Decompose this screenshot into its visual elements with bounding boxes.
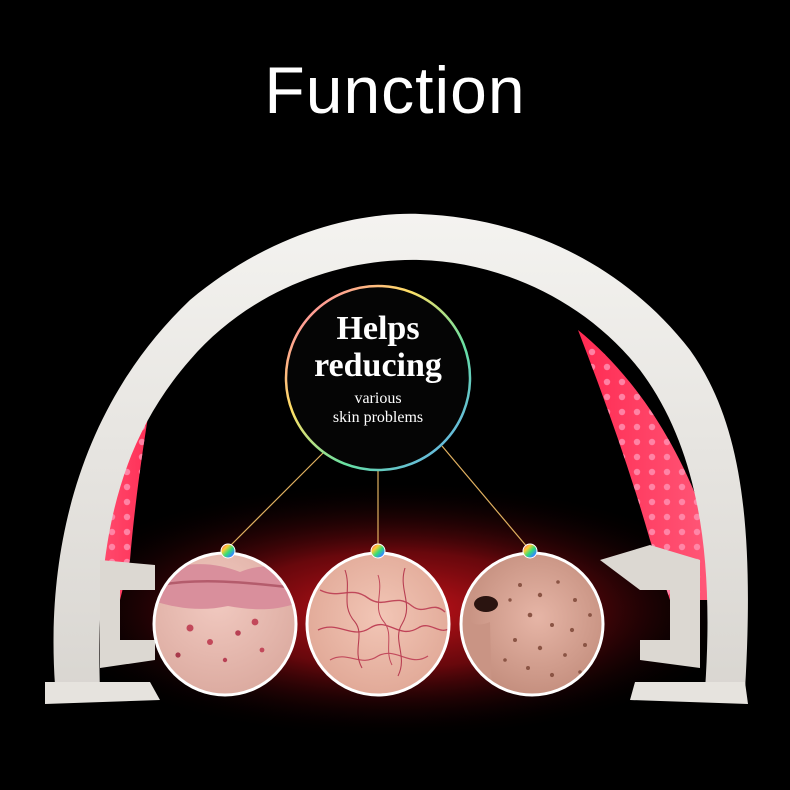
center-badge: Helps reducing various skin problems bbox=[283, 290, 473, 468]
badge-line-reducing: reducing bbox=[314, 347, 442, 384]
device-bracket-right bbox=[600, 545, 700, 668]
badge-line-various: various bbox=[354, 390, 402, 407]
led-dots-right bbox=[578, 330, 718, 600]
skin-sample-red-capillaries bbox=[305, 551, 451, 697]
device-stand-right bbox=[630, 682, 748, 704]
marker-dot-left bbox=[220, 543, 236, 559]
device-bracket-left bbox=[100, 560, 155, 668]
badge-line-skin-problems: skin problems bbox=[332, 409, 424, 426]
connector-line-right bbox=[441, 445, 529, 549]
connector-line-left bbox=[227, 449, 327, 549]
center-badge-circle bbox=[284, 284, 472, 472]
skin-sample-acne-lips bbox=[152, 551, 298, 697]
marker-dot-middle bbox=[370, 543, 386, 559]
marker-dot-right bbox=[522, 543, 538, 559]
device-stand-left bbox=[45, 682, 160, 704]
badge-line-helps: Helps bbox=[336, 310, 420, 347]
skin-sample-enlarged-pores bbox=[459, 551, 605, 697]
page-title: Function bbox=[264, 53, 526, 127]
